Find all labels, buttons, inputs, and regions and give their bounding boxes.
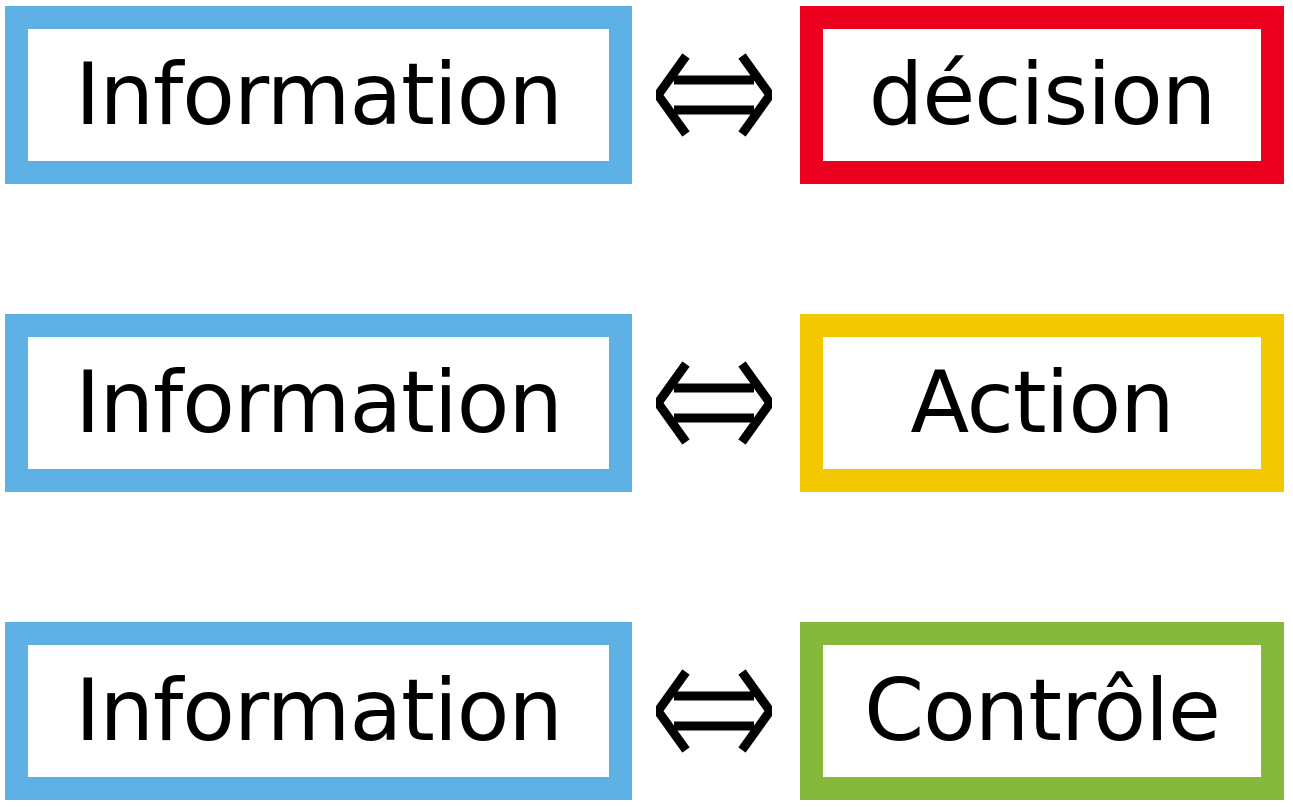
controle-box: Contrôle <box>800 622 1284 800</box>
information-label: Information <box>75 353 563 453</box>
double-headed-arrow-icon <box>656 668 772 754</box>
information-box: Information <box>5 6 632 184</box>
decision-label: décision <box>868 45 1216 145</box>
double-headed-arrow-icon <box>656 52 772 138</box>
information-label: Information <box>75 661 563 761</box>
double-headed-arrow-icon <box>656 360 772 446</box>
pair-information-decision: Information décision <box>0 6 1293 184</box>
controle-label: Contrôle <box>864 661 1221 761</box>
information-box: Information <box>5 314 632 492</box>
action-box: Action <box>800 314 1284 492</box>
decision-box: décision <box>800 6 1284 184</box>
pair-information-action: Information Action <box>0 314 1293 492</box>
action-label: Action <box>910 353 1174 453</box>
information-label: Information <box>75 45 563 145</box>
pair-information-controle: Information Contrôle <box>0 622 1293 800</box>
information-box: Information <box>5 622 632 800</box>
